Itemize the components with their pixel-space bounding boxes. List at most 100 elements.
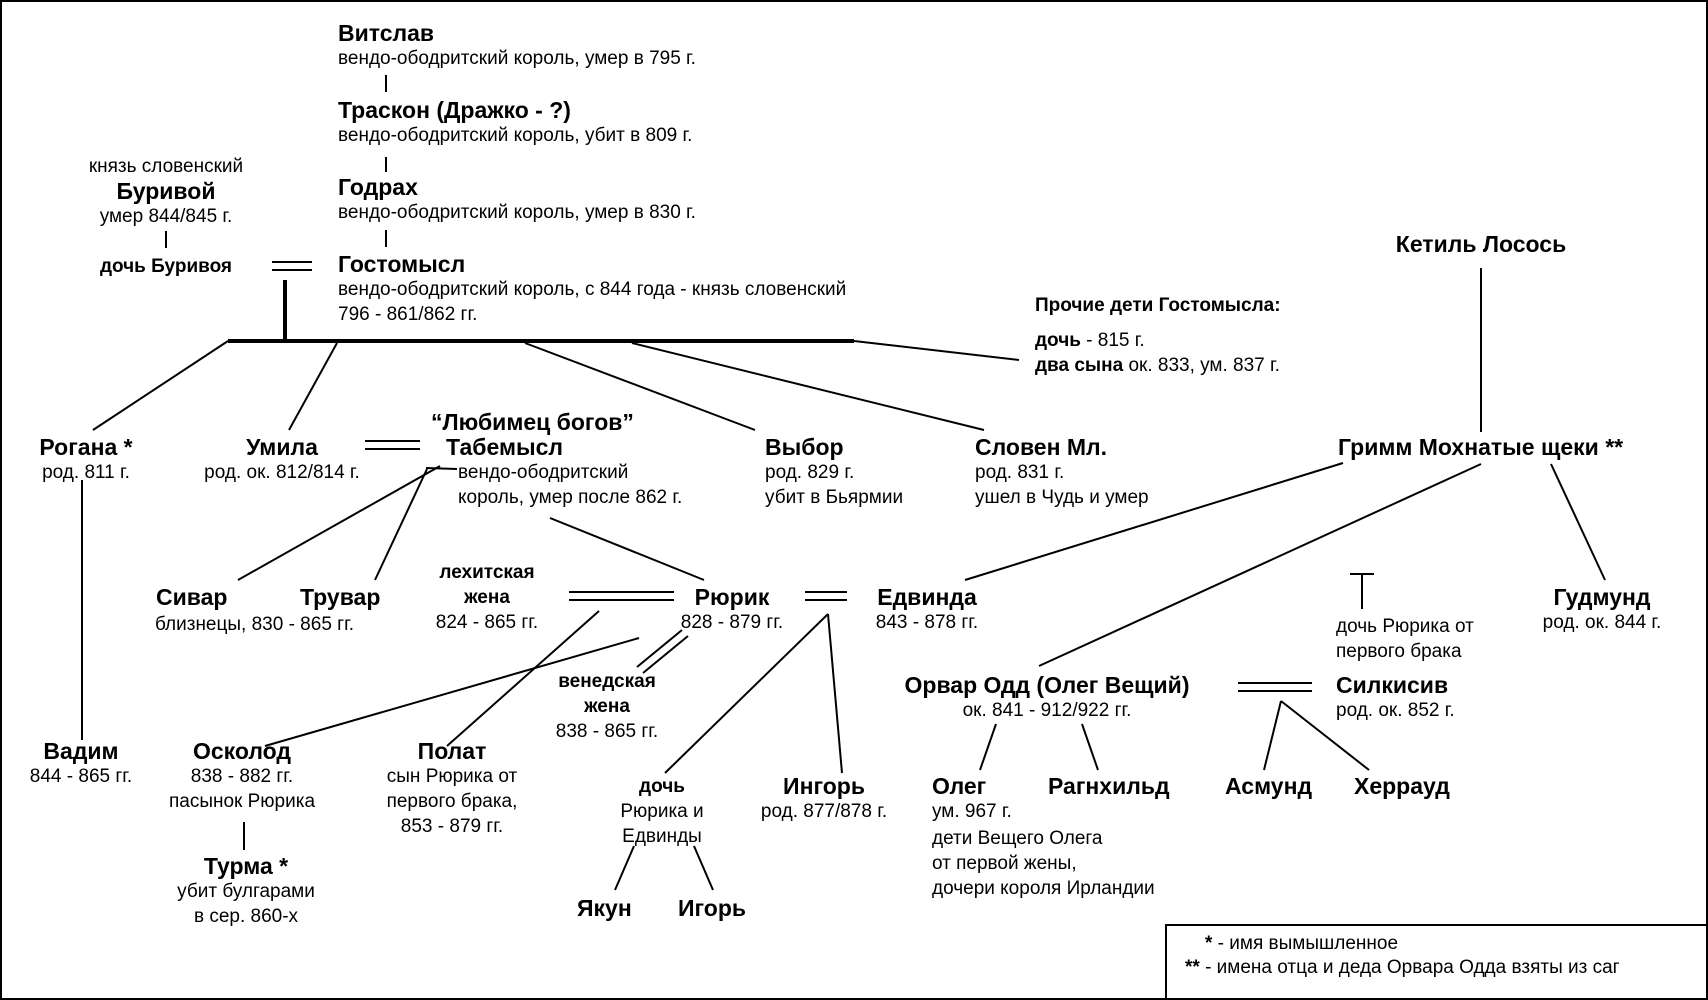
person-traskon: Траскон (Дражко - ?) вендо-ободритский к… bbox=[338, 98, 692, 148]
igor-name: Игорь bbox=[678, 895, 747, 921]
daughter-re-line1: дочь bbox=[639, 776, 685, 797]
legend-text-2: - имена отца и деда Орвара Одда взяты из… bbox=[1199, 957, 1620, 978]
edvinda-life: 843 - 878 гг. bbox=[875, 612, 979, 633]
person-orvar: Орвар Одд (Олег Вещий) ок. 841 - 912/922… bbox=[882, 673, 1212, 723]
turma-line2: в сер. 860-х bbox=[193, 906, 299, 927]
person-oleg: Олег ум. 967 г. bbox=[932, 774, 1012, 824]
person-rurik: Рюрик 828 - 879 гг. bbox=[642, 585, 822, 635]
person-turma: Турма * убит булгарами в сер. 860-х bbox=[156, 854, 336, 929]
link-tabemysl-note bbox=[425, 467, 458, 470]
tabemysl-desc1: вендо-ободритский bbox=[458, 462, 629, 483]
link-edvinda bbox=[964, 462, 1344, 581]
person-yakun: Якун bbox=[577, 896, 632, 921]
godrakh-desc: вендо-ободритский король, умер в 830 г. bbox=[338, 202, 696, 223]
person-gostomysl: Гостомысл вендо-ободритский король, с 84… bbox=[338, 252, 846, 327]
godrakh-name: Годрах bbox=[338, 174, 418, 200]
oleg-name: Олег bbox=[932, 773, 987, 799]
vitslav-name: Витслав bbox=[338, 20, 435, 46]
polat-life: 853 - 879 гг. bbox=[400, 816, 504, 837]
vened-wife-line2: жена bbox=[584, 696, 630, 717]
person-lekh-wife: лехитская жена 824 - 865 гг. bbox=[422, 560, 552, 635]
link-orvar bbox=[1038, 463, 1482, 667]
link-truvar bbox=[374, 468, 428, 581]
twins-note: близнецы, 830 - 865 гг. bbox=[155, 612, 354, 637]
burivoy-name: Буривой bbox=[116, 178, 216, 204]
marriage-vened-b bbox=[636, 629, 683, 668]
daughter-re-line3: Едвинды bbox=[622, 826, 702, 847]
oskolod-life: 838 - 882 гг. bbox=[190, 766, 294, 787]
daughter-re-line2: Рюрика и bbox=[620, 801, 704, 822]
rogana-life: род. 811 г. bbox=[42, 462, 130, 483]
twins-text: близнецы, 830 - 865 гг. bbox=[155, 614, 354, 635]
rurik-life: 828 - 879 гг. bbox=[680, 612, 784, 633]
person-gudmund: Гудмунд род. ок. 844 г. bbox=[1522, 585, 1682, 635]
person-tabemysl: “Любимец богов” Табемысл вендо-ободритск… bbox=[431, 410, 682, 510]
ragnhild-name: Рагнхильд bbox=[1048, 773, 1170, 799]
legend-mark-1: * bbox=[1205, 933, 1213, 954]
legend-item-1: * - имя вымышленное bbox=[1185, 932, 1706, 956]
link-oskolod bbox=[264, 637, 640, 747]
grimm-name: Гримм Мохнатые щеки ** bbox=[1338, 434, 1624, 460]
gudmund-name: Гудмунд bbox=[1553, 584, 1651, 610]
person-edvinda: Едвинда 843 - 878 гг. bbox=[852, 585, 1002, 635]
vadim-name: Вадим bbox=[43, 738, 119, 764]
person-kherraud: Херрауд bbox=[1354, 774, 1450, 799]
person-grimm: Гримм Мохнатые щеки ** bbox=[1338, 435, 1623, 460]
link-other-children bbox=[853, 340, 1020, 361]
gostomysl-name: Гостомысл bbox=[338, 251, 466, 277]
person-polat: Полат сын Рюрика от первого брака, 853 -… bbox=[362, 739, 542, 839]
ketil-name: Кетиль Лосось bbox=[1395, 231, 1567, 257]
polat-line2: первого брака, bbox=[386, 791, 518, 812]
oleg-children-line2: от первой жены, bbox=[932, 853, 1077, 874]
tabemysl-name: Табемысл bbox=[446, 434, 564, 460]
umila-life: род. ок. 812/814 г. bbox=[204, 462, 360, 483]
asmund-name: Асмунд bbox=[1225, 773, 1313, 799]
kherraud-name: Херрауд bbox=[1354, 773, 1450, 799]
legend-mark-2: ** bbox=[1185, 957, 1200, 978]
person-daughter-rurik-edvinda: дочь Рюрика и Едвинды bbox=[602, 774, 722, 849]
truvar-name: Трувар bbox=[300, 584, 381, 610]
tabemysl-epithet: “Любимец богов” bbox=[431, 409, 634, 435]
person-asmund: Асмунд bbox=[1225, 774, 1312, 799]
vybor-life: род. 829 г. bbox=[765, 462, 855, 483]
traskon-name: Траскон (Дражко - ?) bbox=[338, 97, 571, 123]
polat-name: Полат bbox=[417, 738, 487, 764]
burivoy-life: умер 844/845 г. bbox=[99, 206, 233, 227]
umila-name: Умила bbox=[246, 434, 318, 460]
person-ingor: Ингорь род. 877/878 г. bbox=[744, 774, 904, 824]
person-vitslav: Витслав вендо-ободритский король, умер в… bbox=[338, 21, 696, 71]
traskon-desc: вендо-ободритский король, убит в 809 г. bbox=[338, 125, 693, 146]
ingor-name: Ингорь bbox=[783, 773, 865, 799]
sons-rest: ок. 833, ум. 837 г. bbox=[1123, 355, 1280, 376]
edvinda-name: Едвинда bbox=[877, 584, 977, 610]
marriage-vened-a bbox=[642, 635, 689, 674]
legend: * - имя вымышленное ** - имена отца и де… bbox=[1165, 924, 1706, 998]
other-children-sons: два сына ок. 833, ум. 837 г. bbox=[1035, 353, 1281, 378]
oleg-children-line3: дочери короля Ирландии bbox=[932, 878, 1155, 899]
vitslav-desc: вендо-ободритский король, умер в 795 г. bbox=[338, 48, 696, 69]
person-burivoy-daughter: дочь Буривоя bbox=[76, 254, 256, 279]
gostomysl-desc1: вендо-ободритский король, с 844 года - к… bbox=[338, 279, 847, 300]
link-rogana bbox=[92, 340, 229, 431]
person-godrakh: Годрах вендо-ободритский король, умер в … bbox=[338, 175, 696, 225]
person-oskolod: Осколод 838 - 882 гг. пасынок Рюрика bbox=[152, 739, 332, 814]
person-truvar: Трувар bbox=[300, 585, 380, 610]
sloven-fate: ушел в Чудь и умер bbox=[975, 487, 1149, 508]
person-vened-wife: венедская жена 838 - 865 гг. bbox=[537, 669, 677, 744]
gostomysl-desc2: 796 - 861/862 гг. bbox=[338, 304, 478, 325]
person-vadim: Вадим 844 - 865 гг. bbox=[16, 739, 146, 789]
rurik-daughter-first-line2: первого брака bbox=[1336, 641, 1462, 662]
turma-name: Турма * bbox=[203, 853, 289, 879]
sivar-name: Сивар bbox=[156, 584, 228, 610]
link-umila bbox=[288, 342, 338, 431]
oskolod-name: Осколод bbox=[192, 738, 292, 764]
person-umila: Умила род. ок. 812/814 г. bbox=[182, 435, 382, 485]
person-sloven: Словен Мл. род. 831 г. ушел в Чудь и уме… bbox=[975, 435, 1149, 510]
daughter-rest: - 815 г. bbox=[1080, 330, 1145, 351]
other-children-daughter: дочь - 815 г. bbox=[1035, 328, 1281, 353]
person-sivar: Сивар bbox=[156, 585, 227, 610]
silkisiv-life: род. ок. 852 г. bbox=[1336, 700, 1455, 721]
orvar-life: ок. 841 - 912/922 гг. bbox=[962, 700, 1132, 721]
link-oleg bbox=[979, 723, 997, 771]
rogana-name: Рогана * bbox=[39, 434, 133, 460]
